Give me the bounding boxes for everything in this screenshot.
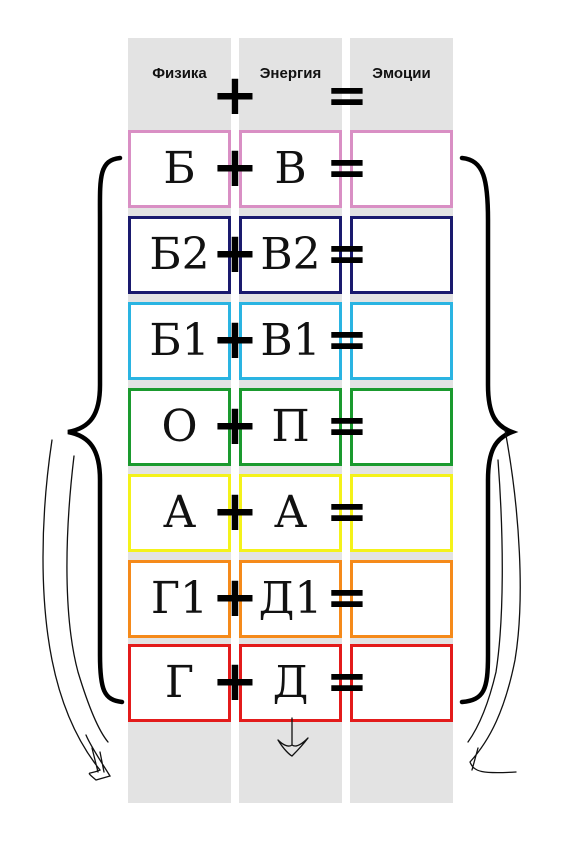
plus-sign: + [211,221,259,286]
header-plus-sign: + [211,63,259,128]
header-emotions: Эмоции [372,65,431,82]
energy-cell: В2 [239,216,342,294]
emotions-cell [350,302,453,380]
emotions-cell [350,644,453,722]
physics-cell: Б [128,130,231,208]
header-physics: Физика [152,65,207,82]
equals-sign: = [326,396,368,454]
physics-cell: Б2 [128,216,231,294]
equals-sign: = [326,138,368,196]
energy-cell: Д [239,644,342,722]
plus-sign: + [211,393,259,458]
equals-sign: = [326,310,368,368]
header-equals-sign: = [326,66,368,124]
right-curly-brace [459,155,519,705]
energy-cell: В1 [239,302,342,380]
emotions-cell [350,560,453,638]
plus-sign: + [211,565,259,630]
physics-cell: А [128,474,231,552]
energy-cell: Д1 [239,560,342,638]
left-arm-sketch [42,439,112,781]
equals-sign: = [326,482,368,540]
header-energy: Энергия [259,65,322,82]
left-curly-brace [67,155,125,705]
plus-sign: + [211,479,259,544]
physics-cell: О [128,388,231,466]
emotions-cell [350,216,453,294]
plus-sign: + [211,135,259,200]
physics-cell: Б1 [128,302,231,380]
equals-sign: = [326,224,368,282]
right-arm-sketch [467,429,521,774]
equals-sign: = [326,568,368,626]
plus-sign: + [211,649,259,714]
energy-cell: А [239,474,342,552]
emotions-cell [350,388,453,466]
equals-sign: = [326,652,368,710]
physics-cell: Г1 [128,560,231,638]
physics-cell: Г [128,644,231,722]
energy-cell: В [239,130,342,208]
plus-sign: + [211,307,259,372]
energy-cell: П [239,388,342,466]
emotions-cell [350,474,453,552]
emotions-cell [350,130,453,208]
